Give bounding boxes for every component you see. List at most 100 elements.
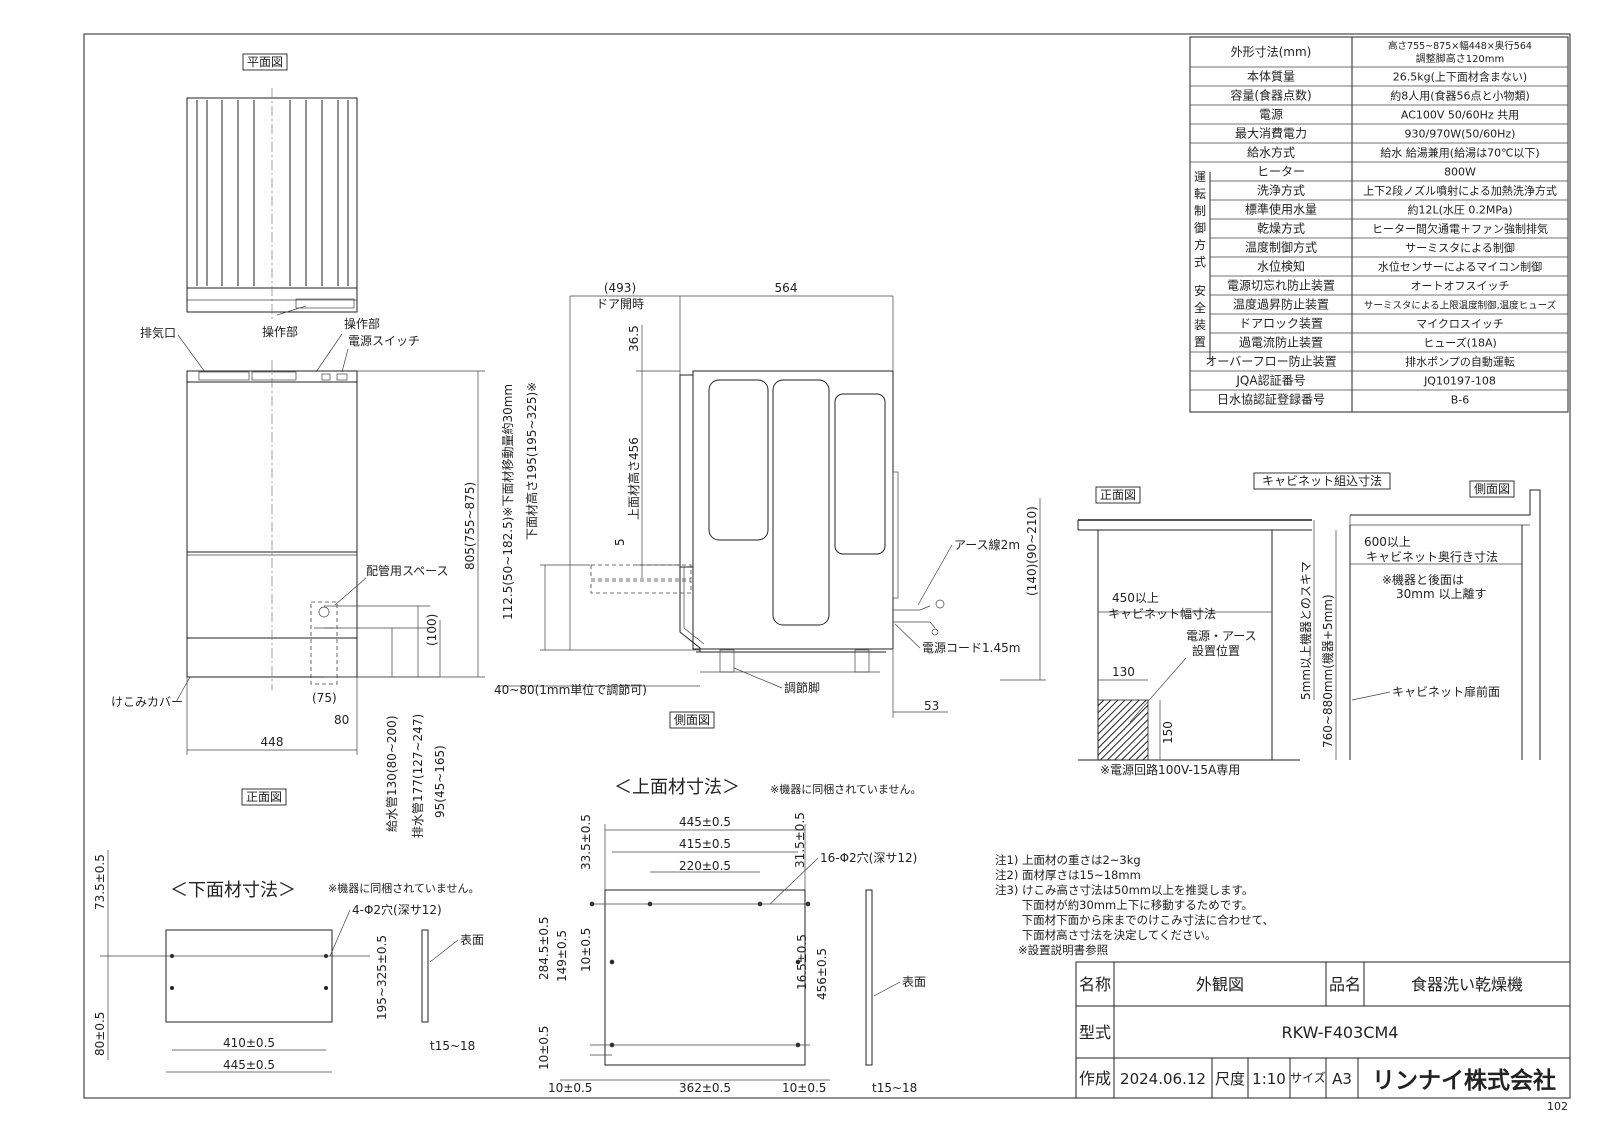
cabinet-drawing: キャビネット組込寸法 正面図 側面図 450以上 キャビネット幅寸法 電源・アー… — [1077, 472, 1541, 777]
pipe-space-label: 配管用スペース — [366, 563, 449, 578]
separation-note-2: 30mm 以上離す — [1396, 587, 1486, 601]
top-panel-drawing: ＜上面材寸法＞ ※機器に同梱されていません。 445±0.5 415±0.5 2… — [537, 777, 926, 1095]
spec-label-10: 温度制御方式 — [1245, 240, 1317, 255]
spec-value-0: 高さ755~875×幅448×奥行564 — [1388, 40, 1532, 52]
lower-panel-height: 下面材高さ195(195~325)※ — [524, 382, 539, 540]
spec-value-3: AC100V 50/60Hz 共用 — [1401, 109, 1519, 122]
scale: 1:10 — [1252, 1070, 1286, 1088]
dim-80: 80 — [334, 713, 349, 727]
model-label: 型式 — [1079, 1023, 1111, 1042]
product-value: 食器洗い乾燥機 — [1411, 975, 1523, 994]
bottom-362: 362±0.5 — [679, 1081, 731, 1095]
spec-label-16: オーバーフロー防止装置 — [1205, 354, 1336, 369]
cabinet-height: 760~880mm(機器+5mm) — [1320, 594, 1335, 748]
spec-value-16: 排水ポンプの自動運転 — [1405, 355, 1515, 369]
spec-value-14: マイクロスイッチ — [1416, 318, 1504, 331]
cabinet-side-label: 側面図 — [1474, 482, 1510, 496]
dim-height: 805(755~875) — [463, 482, 477, 570]
side-view: (493) ドア開時 564 36.5 上面材高さ456 5 下面材高さ195(… — [494, 281, 1046, 729]
spec-group-char: 式 — [1194, 255, 1206, 269]
cabinet-depth-min: 600以上 — [1364, 535, 1411, 549]
spec-label-0: 外形寸法(mm) — [1231, 45, 1312, 59]
spec-label-11: 水位検知 — [1257, 259, 1305, 274]
spec-value-1: 26.5kg(上下面材含まない) — [1393, 70, 1527, 84]
size-label: サイズ — [1290, 1070, 1326, 1085]
spec-label-3: 電源 — [1259, 108, 1283, 122]
bottom-holes: 4-Φ2穴(深サ12) — [352, 902, 442, 917]
notes: 注1) 上面材の重さは2~3kg 注2) 面材厚さは15~18mm 注3) けこ… — [995, 853, 1274, 957]
dim-493: (493) — [604, 281, 636, 295]
spec-label-6: ヒーター — [1257, 165, 1305, 179]
dim-140: (140)(90~210) — [1025, 506, 1039, 596]
top-31-5: 31.5±0.5 — [793, 812, 807, 868]
foot-label: 調節脚 — [784, 680, 820, 695]
separation-note-1: ※機器と後面は — [1382, 572, 1464, 587]
ground-wire-label: アース線2m — [954, 537, 1020, 552]
panel-label-top: 操作部 — [262, 324, 298, 339]
cabinet-door-front: キャビネット扉前面 — [1392, 684, 1500, 699]
spec-value-5: 給水 給湯兼用(給湯は70℃以下) — [1380, 146, 1539, 160]
spec-value-6: 800W — [1444, 166, 1476, 179]
spec-label-4: 最大消費電力 — [1235, 126, 1307, 141]
front-lower-dim: 112.5(50~182.5)※下面材移動量約30mm — [500, 384, 515, 620]
dim-53: 53 — [924, 699, 939, 713]
spec-value-2: 約8人用(食器56点と小物類) — [1390, 89, 1530, 103]
kick-cover-label: けこみカバー — [111, 695, 183, 709]
note-5: 下面材下面から床までのけこみ寸法に合わせて、 — [995, 913, 1274, 927]
spec-value-10: サーミスタによる制御 — [1405, 241, 1515, 255]
spec-label-5: 給水方式 — [1247, 145, 1295, 160]
spec-value-7: 上下2段ノズル噴射による加熱洗浄方式 — [1363, 184, 1557, 198]
sheet-number: 102 — [1547, 1100, 1568, 1113]
top-456: 456±0.5 — [815, 948, 829, 1000]
spec-group-char: 制 — [1194, 204, 1206, 218]
power-position-1: 電源・アース — [1186, 629, 1257, 643]
spec-value-4: 930/970W(50/60Hz) — [1405, 128, 1516, 141]
spec-group-char: 御 — [1194, 220, 1206, 235]
top-445: 445±0.5 — [679, 815, 731, 829]
adjust-range: 40~80(1mm単位で調節可) — [494, 682, 647, 697]
note-3: 注3) けこみ高さ寸法は50mm以上を推奨します。 — [995, 883, 1253, 897]
spec-value-13: サーミスタによる上限温度制御,温度ヒューズ — [1364, 300, 1557, 312]
bottom-80: 80±0.5 — [93, 1012, 107, 1056]
title-block: 名称 外観図 品名 食器洗い乾燥機 型式 RKW-F403CM4 作成 2024… — [1075, 961, 1571, 1099]
spec-group-char: 装 — [1194, 318, 1206, 332]
spec-group-char: 方 — [1194, 237, 1206, 252]
bottom-10a: 10±0.5 — [548, 1081, 592, 1095]
dim-150: 150 — [1161, 721, 1175, 744]
dim-564: 564 — [775, 281, 798, 295]
spec-value-11: 水位センサーによるマイコン制御 — [1378, 260, 1542, 274]
drawing-frame — [83, 33, 1571, 1099]
spec-label-14: ドアロック装置 — [1239, 317, 1323, 331]
bottom-panel-drawing: ＜下面材寸法＞ ※機器に同梱されていません。 4-Φ2穴(深サ12) 73.5±… — [93, 850, 484, 1073]
made-label: 作成 — [1079, 1069, 1111, 1088]
spec-value-0-b: 調整脚高さ120mm — [1416, 52, 1505, 65]
name-label: 名称 — [1079, 975, 1111, 994]
company-name: リンナイ株式会社 — [1372, 1067, 1556, 1094]
bottom-panel-title: ＜下面材寸法＞ — [170, 880, 296, 901]
door-open-label: ドア開時 — [596, 297, 644, 311]
exhaust-label: 排気口 — [140, 325, 176, 340]
dim-130: 130 — [1112, 665, 1135, 679]
bottom-410: 410±0.5 — [223, 1036, 275, 1050]
spec-group-char: 全 — [1194, 300, 1206, 315]
spec-label-8: 標準使用水量 — [1245, 202, 1317, 217]
spec-label-18: 日水協認証登録番号 — [1217, 392, 1325, 407]
note-7: ※設置説明書参照 — [995, 943, 1108, 957]
spec-value-17: JQ10197-108 — [1423, 375, 1496, 388]
dim-width: 448 — [261, 735, 284, 749]
model-value: RKW-F403CM4 — [1282, 1023, 1399, 1042]
spec-value-8: 約12L(水圧 0.2MPa) — [1407, 203, 1512, 217]
spec-label-2: 容量(食器点数) — [1230, 88, 1311, 103]
top-panel-note: ※機器に同梱されていません。 — [770, 782, 922, 796]
scale-label: 尺度 — [1215, 1070, 1245, 1088]
note-1: 注1) 上面材の重さは2~3kg — [995, 853, 1141, 867]
top-surface: 表面 — [902, 975, 926, 989]
gap-label: 5mm以上機器とのスキマ — [1298, 561, 1313, 700]
spec-label-12: 電源切忘れ防止装置 — [1227, 278, 1335, 293]
top-panel-height: 上面材高さ456 — [626, 437, 641, 520]
power-cord-label: 電源コード1.45m — [922, 641, 1020, 655]
top-10a: 10±0.5 — [579, 928, 593, 972]
spec-label-1: 本体質量 — [1247, 69, 1295, 84]
bottom-10b: 10±0.5 — [782, 1081, 826, 1095]
